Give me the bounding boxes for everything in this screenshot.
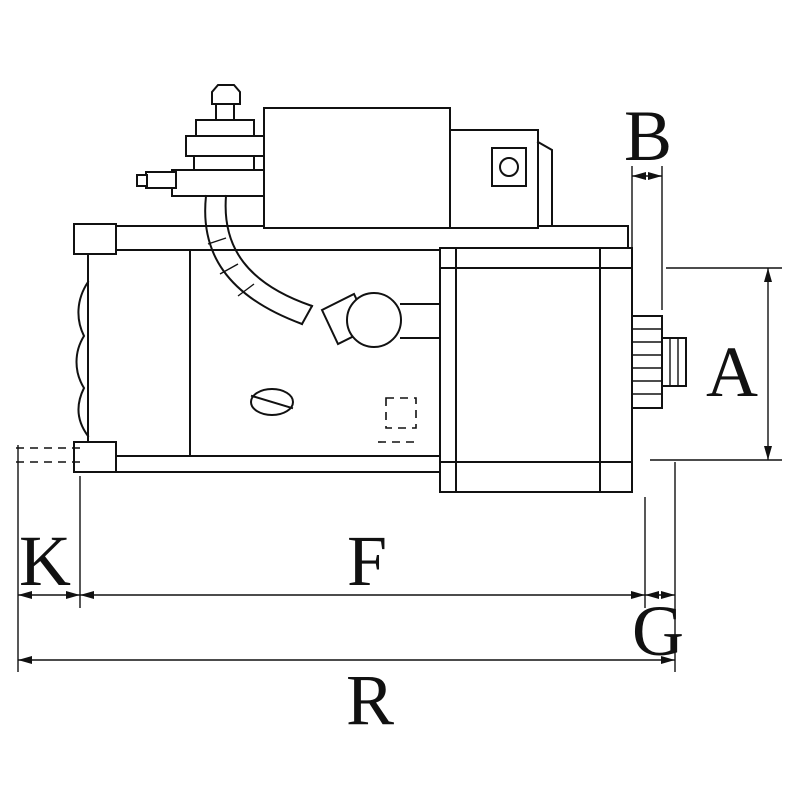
dimension-annotations: B A K F xyxy=(17,96,782,740)
arrowhead-f-left xyxy=(80,591,94,599)
solenoid-end-step xyxy=(536,140,553,227)
cable-band-3 xyxy=(237,283,255,297)
arrowhead-g-right xyxy=(661,591,675,599)
end-shield-profile xyxy=(75,280,90,438)
field-terminal-stud xyxy=(145,171,177,189)
arrowhead-g-left xyxy=(645,591,659,599)
end-bracket-bottom xyxy=(73,441,117,473)
cable-end xyxy=(300,304,314,326)
battery-cable xyxy=(204,194,314,326)
dimension-b: B xyxy=(624,96,672,310)
solenoid-plunger-pin xyxy=(499,157,519,177)
dimension-label-f: F xyxy=(347,521,387,601)
arrowhead-r-right xyxy=(661,656,675,664)
terminal-nut-upper xyxy=(195,119,255,137)
screw-slot xyxy=(250,394,294,410)
hidden-detail-box xyxy=(385,397,417,429)
housing-outline xyxy=(439,247,633,493)
cable-band-2 xyxy=(219,263,239,275)
arrowhead-b-right xyxy=(648,172,662,180)
motor-body xyxy=(87,249,441,457)
arrowhead-b-left xyxy=(632,172,646,180)
dimension-r: R xyxy=(18,656,675,740)
terminal-nut-lower xyxy=(185,135,265,157)
solenoid-body xyxy=(263,107,451,229)
starter-motor xyxy=(16,84,687,493)
arrowhead-a-top xyxy=(764,268,772,282)
dimension-label-a: A xyxy=(706,332,758,412)
terminal-base xyxy=(171,169,265,197)
arrowhead-f-right xyxy=(631,591,645,599)
arrowhead-k-right xyxy=(66,591,80,599)
cable-band-1 xyxy=(207,237,227,245)
dimension-label-g: G xyxy=(632,591,684,671)
arrowhead-k-left xyxy=(18,591,32,599)
dimension-f: F xyxy=(80,497,646,608)
end-bracket-top xyxy=(73,223,117,255)
dimension-label-k: K xyxy=(19,521,71,601)
dimension-g: G xyxy=(632,462,684,672)
yoke-top-band xyxy=(87,225,629,251)
terminal-bolt-head xyxy=(211,84,241,105)
drive-end-housing xyxy=(439,247,633,493)
cable-outer-edge xyxy=(204,194,304,326)
dimension-label-b: B xyxy=(624,96,672,176)
field-terminal-tip xyxy=(136,174,148,187)
dimension-label-r: R xyxy=(346,660,394,740)
terminal-studs xyxy=(136,84,265,197)
cable-inner-edge xyxy=(224,194,314,308)
dimension-k: K xyxy=(17,445,81,672)
drive-pinion xyxy=(346,292,402,348)
arrowhead-a-bottom xyxy=(764,446,772,460)
shaft-end xyxy=(661,337,687,387)
drive-lever-assembly xyxy=(320,292,441,443)
slotted-screw xyxy=(250,388,294,416)
yoke-bottom-band xyxy=(111,455,441,473)
arrowhead-r-left xyxy=(18,656,32,664)
solenoid xyxy=(263,107,553,229)
dimension-a: A xyxy=(650,267,782,461)
terminal-bolt-shank xyxy=(215,103,235,121)
output-shaft xyxy=(631,315,687,409)
